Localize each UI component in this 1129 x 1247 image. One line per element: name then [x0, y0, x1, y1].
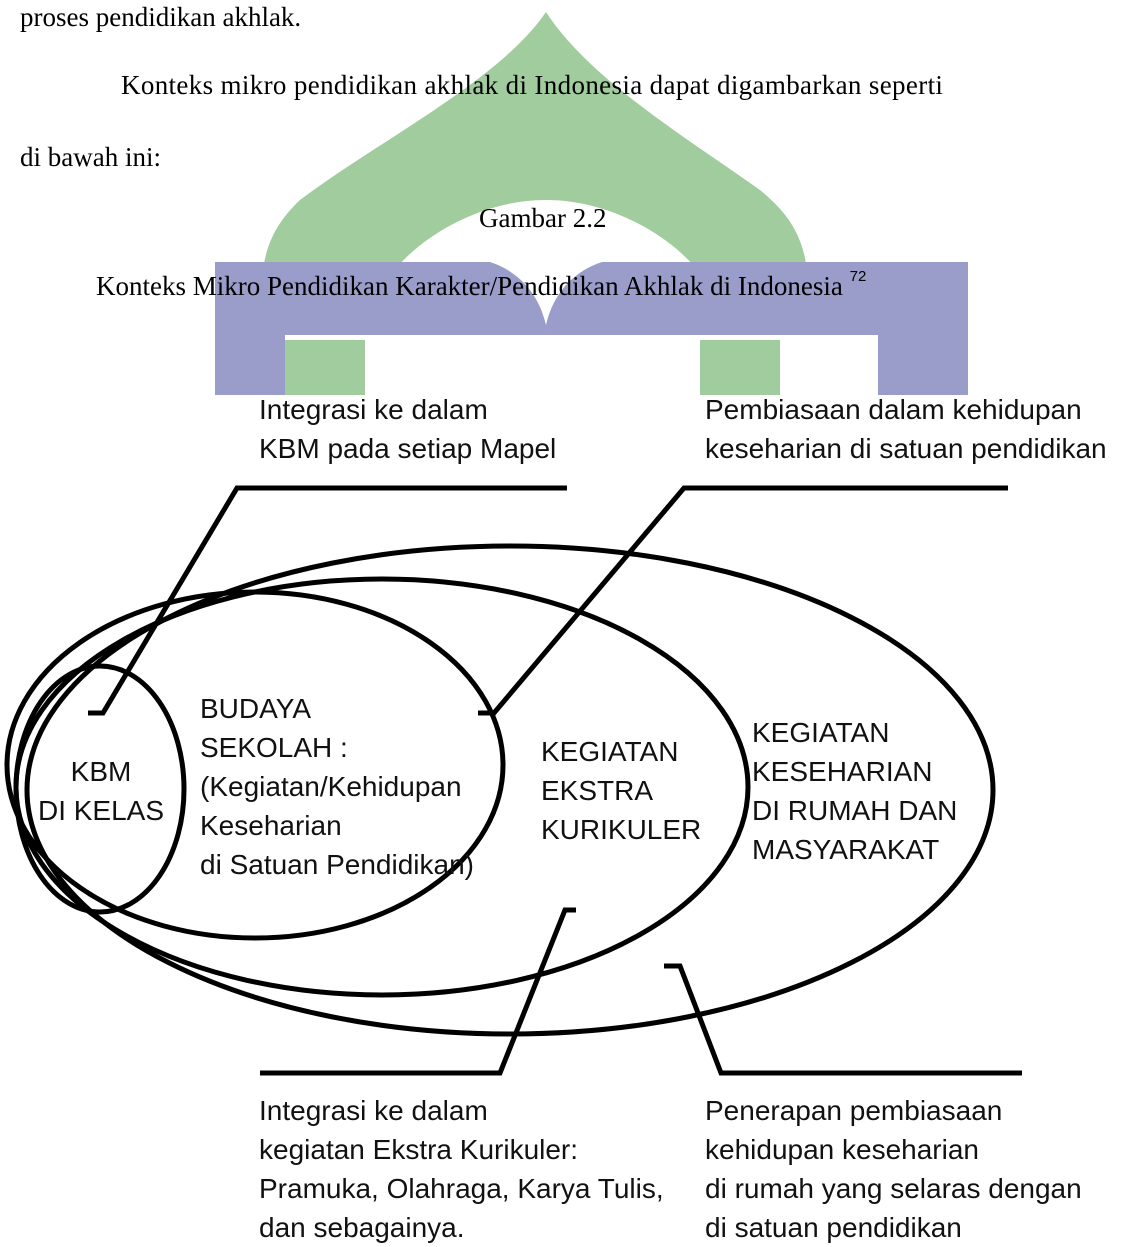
connector-top-right [478, 485, 1008, 716]
ellipse-rumah [24, 543, 996, 1037]
callout-bottom-right: Penerapan pembiasaan kehidupan keseharia… [705, 1095, 1082, 1243]
paragraph-line-1: Konteks mikro pendidikan akhlak di Indon… [121, 70, 944, 100]
watermark-logo [215, 12, 968, 395]
label-kbm: KBM DI KELAS [37, 756, 165, 826]
callout-top-left: Integrasi ke dalam KBM pada setiap Mapel [259, 394, 557, 464]
figure-title: Konteks Mikro Pendidikan Karakter/Pendid… [96, 268, 867, 302]
label-budaya: BUDAYA SEKOLAH : (Kegiatan/Kehidupan Kes… [200, 693, 474, 880]
callout-top-right: Pembiasaan dalam kehidupan keseharian di… [705, 394, 1107, 464]
paragraph-line-2: di bawah ini: [20, 142, 161, 172]
connector-bottom-left [260, 907, 576, 1076]
logo-green-arch [262, 12, 808, 395]
label-rumah: KEGIATAN KESEHARIAN DI RUMAH DAN MASYARA… [752, 717, 958, 865]
figure-number: Gambar 2.2 [479, 203, 607, 233]
figure-title-text: Konteks Mikro Pendidikan Karakter/Pendid… [96, 271, 843, 301]
label-ekstra: KEGIATAN EKSTRA KURIKULER [541, 736, 702, 845]
logo-purple-bar [215, 262, 968, 395]
connector-top-left [88, 485, 567, 716]
connector-bottom-right [664, 963, 1022, 1076]
text-line-top: proses pendidikan akhlak. [20, 2, 302, 32]
ellipse-budaya [4, 589, 506, 941]
callout-bottom-left: Integrasi ke dalam kegiatan Ekstra Kurik… [259, 1095, 664, 1243]
ellipse-kbm [13, 663, 187, 915]
footnote-ref: 72 [849, 268, 867, 285]
